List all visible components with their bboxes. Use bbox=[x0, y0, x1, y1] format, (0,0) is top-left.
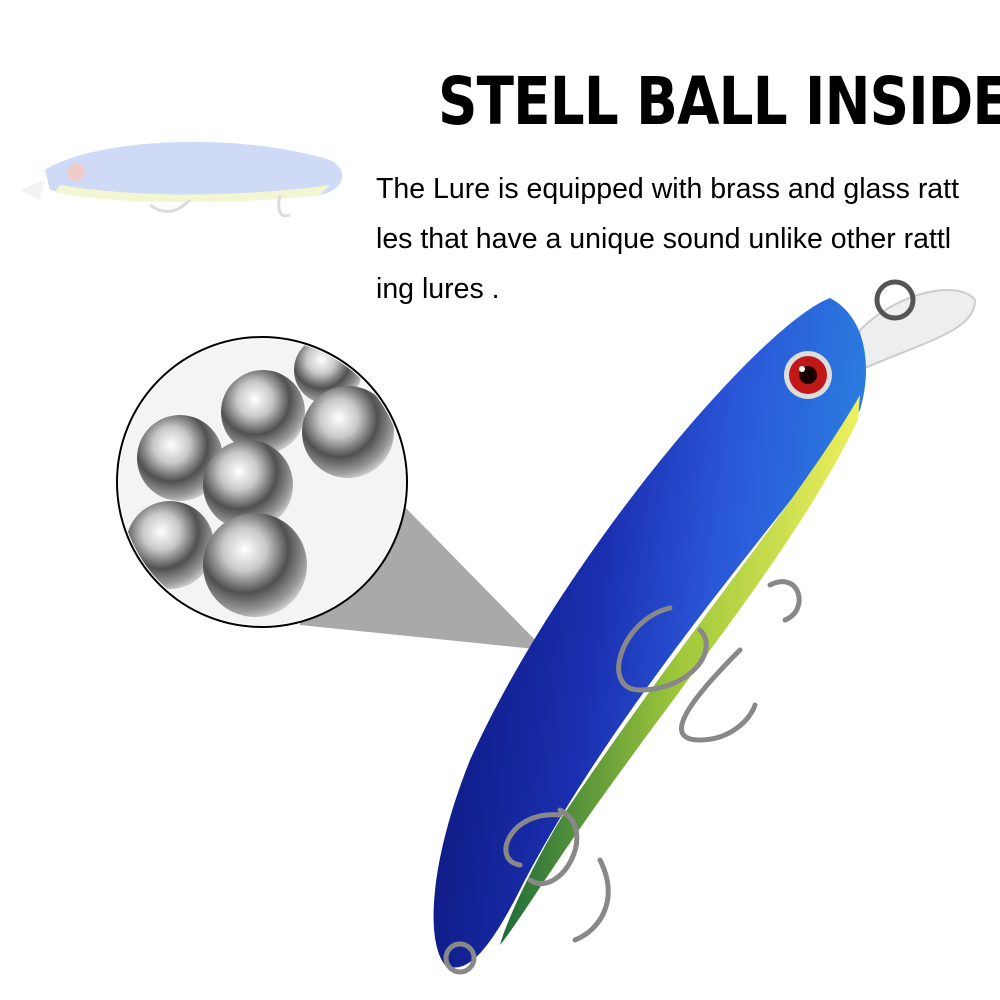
steel-balls-closeup bbox=[116, 336, 408, 628]
description: The Lure is equipped with brass and glas… bbox=[376, 164, 996, 314]
headline: STELL BALL INSIDE bbox=[438, 63, 1000, 140]
blue-minnow-lure bbox=[433, 279, 977, 975]
description-line: les that have a unique sound unlike othe… bbox=[376, 223, 952, 255]
faded-lure-thumbnail bbox=[20, 141, 343, 218]
description-line: ing lures . bbox=[376, 273, 500, 305]
description-line: The Lure is equipped with brass and glas… bbox=[376, 173, 959, 205]
